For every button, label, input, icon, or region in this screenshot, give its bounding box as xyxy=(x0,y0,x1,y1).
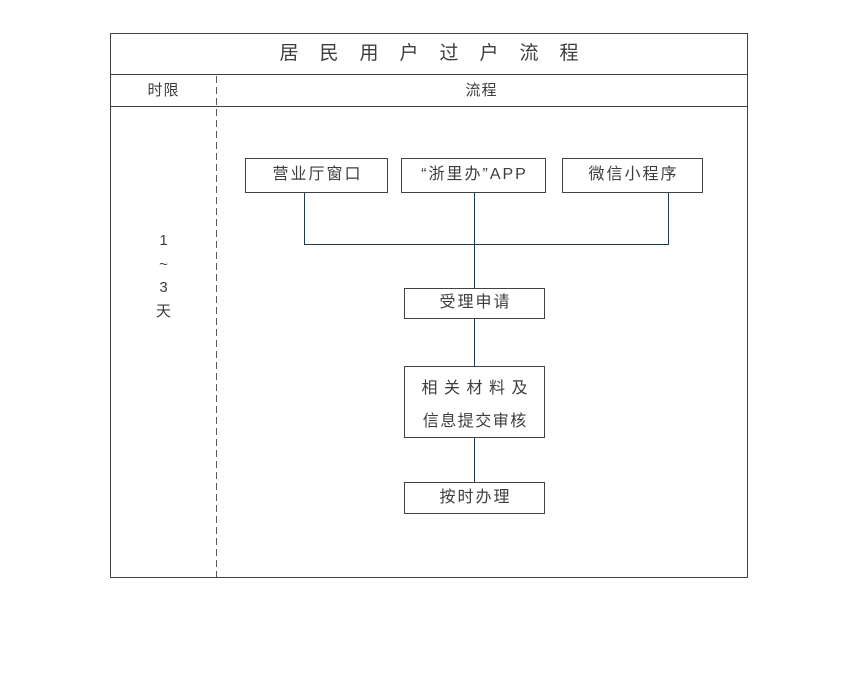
step-node-label: 按时办理 xyxy=(439,489,512,506)
entry-node-label: “浙里办”APP xyxy=(421,166,528,183)
time-limit-line: 1 xyxy=(159,232,168,249)
entry-node-label: 营业厅窗口 xyxy=(272,166,363,183)
connector-step-2 xyxy=(473,438,476,482)
header-row: 时限 流程 xyxy=(111,76,747,107)
page-title: 居民用户过户流程 xyxy=(279,43,600,64)
step-node-accept-application: 受理申请 xyxy=(404,288,545,319)
flowchart-frame: 居民用户过户流程 时限 流程 1 ~ 3 天 营业厅窗口 “浙里办”APP 微信… xyxy=(110,33,748,578)
entry-node-wechat-miniprogram: 微信小程序 xyxy=(562,158,703,193)
step-node-handle-on-time: 按时办理 xyxy=(404,482,545,514)
title-row: 居民用户过户流程 xyxy=(111,34,747,75)
connector-step-1 xyxy=(473,319,476,366)
dashed-column-divider xyxy=(215,75,217,577)
entry-node-label: 微信小程序 xyxy=(588,166,679,183)
connector-drop-center xyxy=(473,193,476,288)
entry-node-zheliban-app: “浙里办”APP xyxy=(401,158,546,193)
column-header-process: 流程 xyxy=(465,81,498,99)
step-node-label-line2: 信息提交审核 xyxy=(422,412,528,430)
time-limit-line: 3 xyxy=(159,279,168,296)
time-limit-line: 天 xyxy=(155,302,171,320)
entry-node-business-hall: 营业厅窗口 xyxy=(245,158,388,193)
connector-drop-left xyxy=(303,193,305,244)
step-node-materials-review: 相关材料及 信息提交审核 xyxy=(404,366,545,438)
step-node-label: 受理申请 xyxy=(439,294,512,311)
column-header-time: 时限 xyxy=(147,81,180,99)
time-limit-line: ~ xyxy=(159,255,168,273)
time-limit: 1 ~ 3 天 xyxy=(111,229,216,323)
connector-horizontal-bar xyxy=(303,243,669,245)
step-node-label-line1: 相关材料及 xyxy=(421,379,534,397)
connector-drop-right xyxy=(667,193,669,244)
